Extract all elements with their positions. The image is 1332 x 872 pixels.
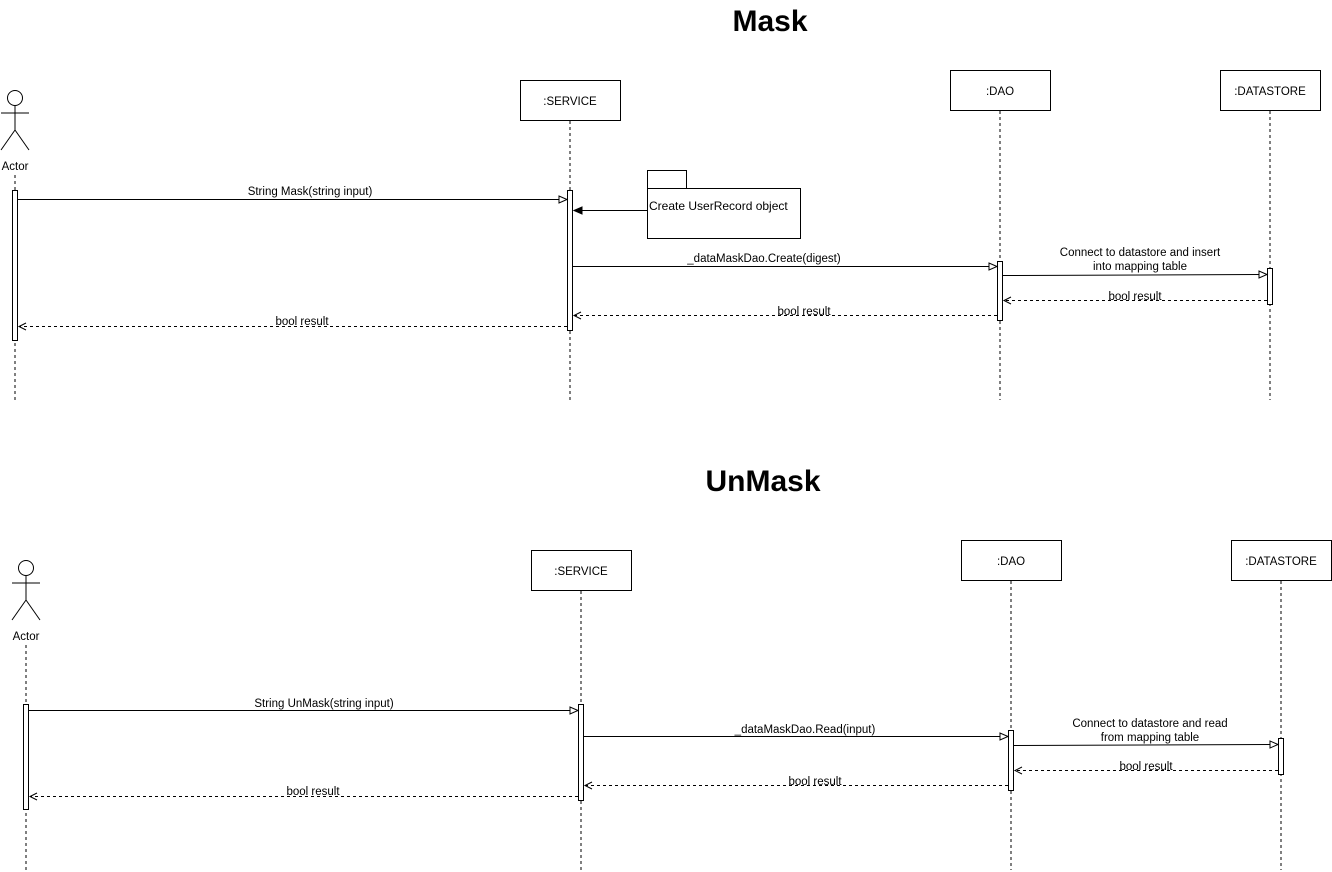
- note-body: [647, 188, 801, 239]
- unmask-dao-activation: [1008, 730, 1014, 791]
- return-arrowhead-icon: [583, 781, 593, 790]
- unmask-ret-dao[interactable]: bool result: [583, 776, 1008, 790]
- unmask-msg-read-label: _dataMaskDao.Read(input): [734, 724, 876, 736]
- unmask-ret-service-label: bool result: [286, 786, 340, 798]
- unmask-diagram: UnMask Actor :SERVICE :DAO :DATASTORE: [11, 465, 1332, 870]
- return-arrowhead-icon: [572, 311, 582, 320]
- unmask-datastore-box[interactable]: [1231, 540, 1332, 581]
- note-tab: [647, 170, 687, 189]
- unmask-msg-connect-line2: from mapping table: [1101, 732, 1199, 744]
- unmask-ret-datastore-label: bool result: [1119, 761, 1173, 773]
- mask-service-label: :SERVICE: [543, 96, 597, 108]
- actor-stick-figure-icon: [0, 90, 30, 151]
- note-arrowhead-icon: [572, 206, 583, 215]
- unmask-actor-activation: [23, 704, 29, 810]
- mask-msg-connect[interactable]: Connect to datastore and insert into map…: [1002, 247, 1269, 279]
- unmask-dao-box[interactable]: [961, 540, 1062, 581]
- unmask-ret-service[interactable]: bool result: [28, 786, 578, 801]
- mask-actor-label: Actor: [2, 161, 29, 173]
- unmask-service-activation: [578, 704, 584, 801]
- unmask-msg-read[interactable]: _dataMaskDao.Read(input): [584, 724, 1010, 741]
- unmask-dao-label: :DAO: [997, 556, 1025, 568]
- return-arrowhead-icon: [28, 792, 38, 801]
- mask-ret-datastore[interactable]: bool result: [1002, 291, 1267, 305]
- mask-note-text: Create UserRecord object: [649, 199, 788, 213]
- mask-ret-dao[interactable]: bool result: [572, 306, 997, 320]
- mask-msg-mask[interactable]: String Mask(string input): [18, 186, 569, 204]
- mask-msg-mask-label: String Mask(string input): [248, 186, 373, 198]
- mask-ret-service[interactable]: bool result: [17, 316, 567, 331]
- open-arrowhead-icon: [988, 262, 999, 271]
- unmask-title: UnMask: [705, 465, 820, 498]
- mask-ret-service-label: bool result: [275, 316, 329, 328]
- mask-msg-create[interactable]: _dataMaskDao.Create(digest): [573, 253, 999, 271]
- mask-ret-dao-label: bool result: [777, 306, 831, 318]
- unmask-ret-datastore[interactable]: bool result: [1013, 761, 1278, 775]
- unmask-service-label: :SERVICE: [554, 566, 608, 578]
- mask-service-box[interactable]: [520, 80, 621, 121]
- mask-service-activation: [567, 190, 573, 331]
- unmask-msg-unmask-label: String UnMask(string input): [254, 698, 393, 710]
- actor-stick-figure-icon: [11, 560, 41, 621]
- mask-actor-activation: [12, 190, 18, 341]
- unmask-service-box[interactable]: [531, 550, 632, 591]
- unmask-msg-connect[interactable]: Connect to datastore and read from mappi…: [1013, 718, 1280, 749]
- mask-actor[interactable]: Actor: [0, 90, 30, 174]
- mask-msg-create-label: _dataMaskDao.Create(digest): [686, 253, 841, 265]
- return-arrowhead-icon: [17, 322, 27, 331]
- mask-datastore-activation: [1267, 268, 1273, 305]
- mask-dao-box[interactable]: [950, 70, 1051, 111]
- unmask-msg-unmask[interactable]: String UnMask(string input): [29, 698, 580, 715]
- mask-note[interactable]: Create UserRecord object: [647, 170, 801, 239]
- unmask-actor-label: Actor: [13, 631, 40, 643]
- mask-diagram: Mask Actor :SERVICE :DAO :DATASTORE: [0, 5, 1321, 400]
- open-arrowhead-icon: [999, 732, 1010, 741]
- unmask-msg-connect-line1: Connect to datastore and read: [1072, 718, 1227, 730]
- open-arrowhead-icon: [1269, 740, 1280, 749]
- mask-datastore-label: :DATASTORE: [1234, 86, 1306, 98]
- mask-ret-datastore-label: bool result: [1108, 291, 1162, 303]
- open-arrowhead-icon: [1258, 270, 1269, 279]
- return-arrowhead-icon: [1013, 766, 1023, 775]
- mask-msg-connect-line1: Connect to datastore and insert: [1060, 247, 1221, 259]
- return-arrowhead-icon: [1002, 296, 1012, 305]
- mask-msg-connect-line2: into mapping table: [1093, 261, 1187, 273]
- mask-datastore-box[interactable]: [1220, 70, 1321, 111]
- open-arrowhead-icon: [569, 706, 580, 715]
- mask-title: Mask: [732, 5, 807, 38]
- mask-dao-activation: [997, 261, 1003, 321]
- unmask-datastore-label: :DATASTORE: [1245, 556, 1317, 568]
- open-arrowhead-icon: [558, 195, 569, 204]
- unmask-datastore-activation: [1278, 738, 1284, 775]
- unmask-ret-dao-label: bool result: [788, 776, 842, 788]
- unmask-actor[interactable]: Actor: [11, 560, 41, 644]
- mask-dao-label: :DAO: [986, 86, 1014, 98]
